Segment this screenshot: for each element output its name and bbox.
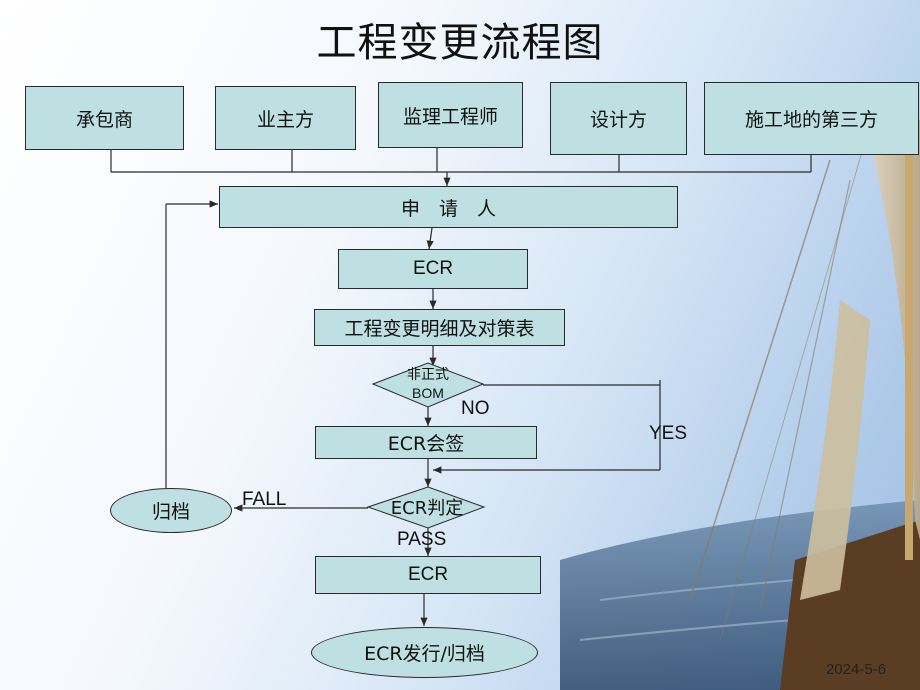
slide-date: 2024-5-6 xyxy=(825,661,886,678)
decision-bom-line1: 非正式 xyxy=(407,367,449,383)
edge-label-fall: FALL xyxy=(242,489,287,510)
edge-label-no: NO xyxy=(461,398,490,419)
node-ecr-signoff: ECR会签 xyxy=(315,426,537,459)
edge-label-yes: YES xyxy=(649,423,688,444)
node-ecr-1: ECR xyxy=(338,249,528,289)
edge-label-pass: PASS xyxy=(397,529,447,550)
node-release: ECR发行/归档 xyxy=(311,627,538,678)
stakeholder-contractor: 承包商 xyxy=(25,86,184,150)
decision-ecr-label: ECR判定 xyxy=(390,498,464,519)
decision-bom-label: 非正式 BOM xyxy=(393,366,463,402)
node-change-detail: 工程变更明细及对策表 xyxy=(314,309,565,346)
decision-ecr-diamond xyxy=(366,486,486,529)
decision-bom-line2: BOM xyxy=(412,385,444,401)
stakeholder-designer: 设计方 xyxy=(550,82,687,155)
stakeholder-owner: 业主方 xyxy=(215,86,356,150)
node-applicant: 申 请 人 xyxy=(219,186,678,228)
stakeholder-third-party: 施工地的第三方 xyxy=(704,82,919,155)
page-title: 工程变更流程图 xyxy=(316,20,604,66)
node-ecr-2: ECR xyxy=(315,556,541,594)
decision-bom-diamond xyxy=(371,362,485,408)
node-archive: 归档 xyxy=(110,488,232,533)
stakeholder-supervisor: 监理工程师 xyxy=(378,82,523,148)
